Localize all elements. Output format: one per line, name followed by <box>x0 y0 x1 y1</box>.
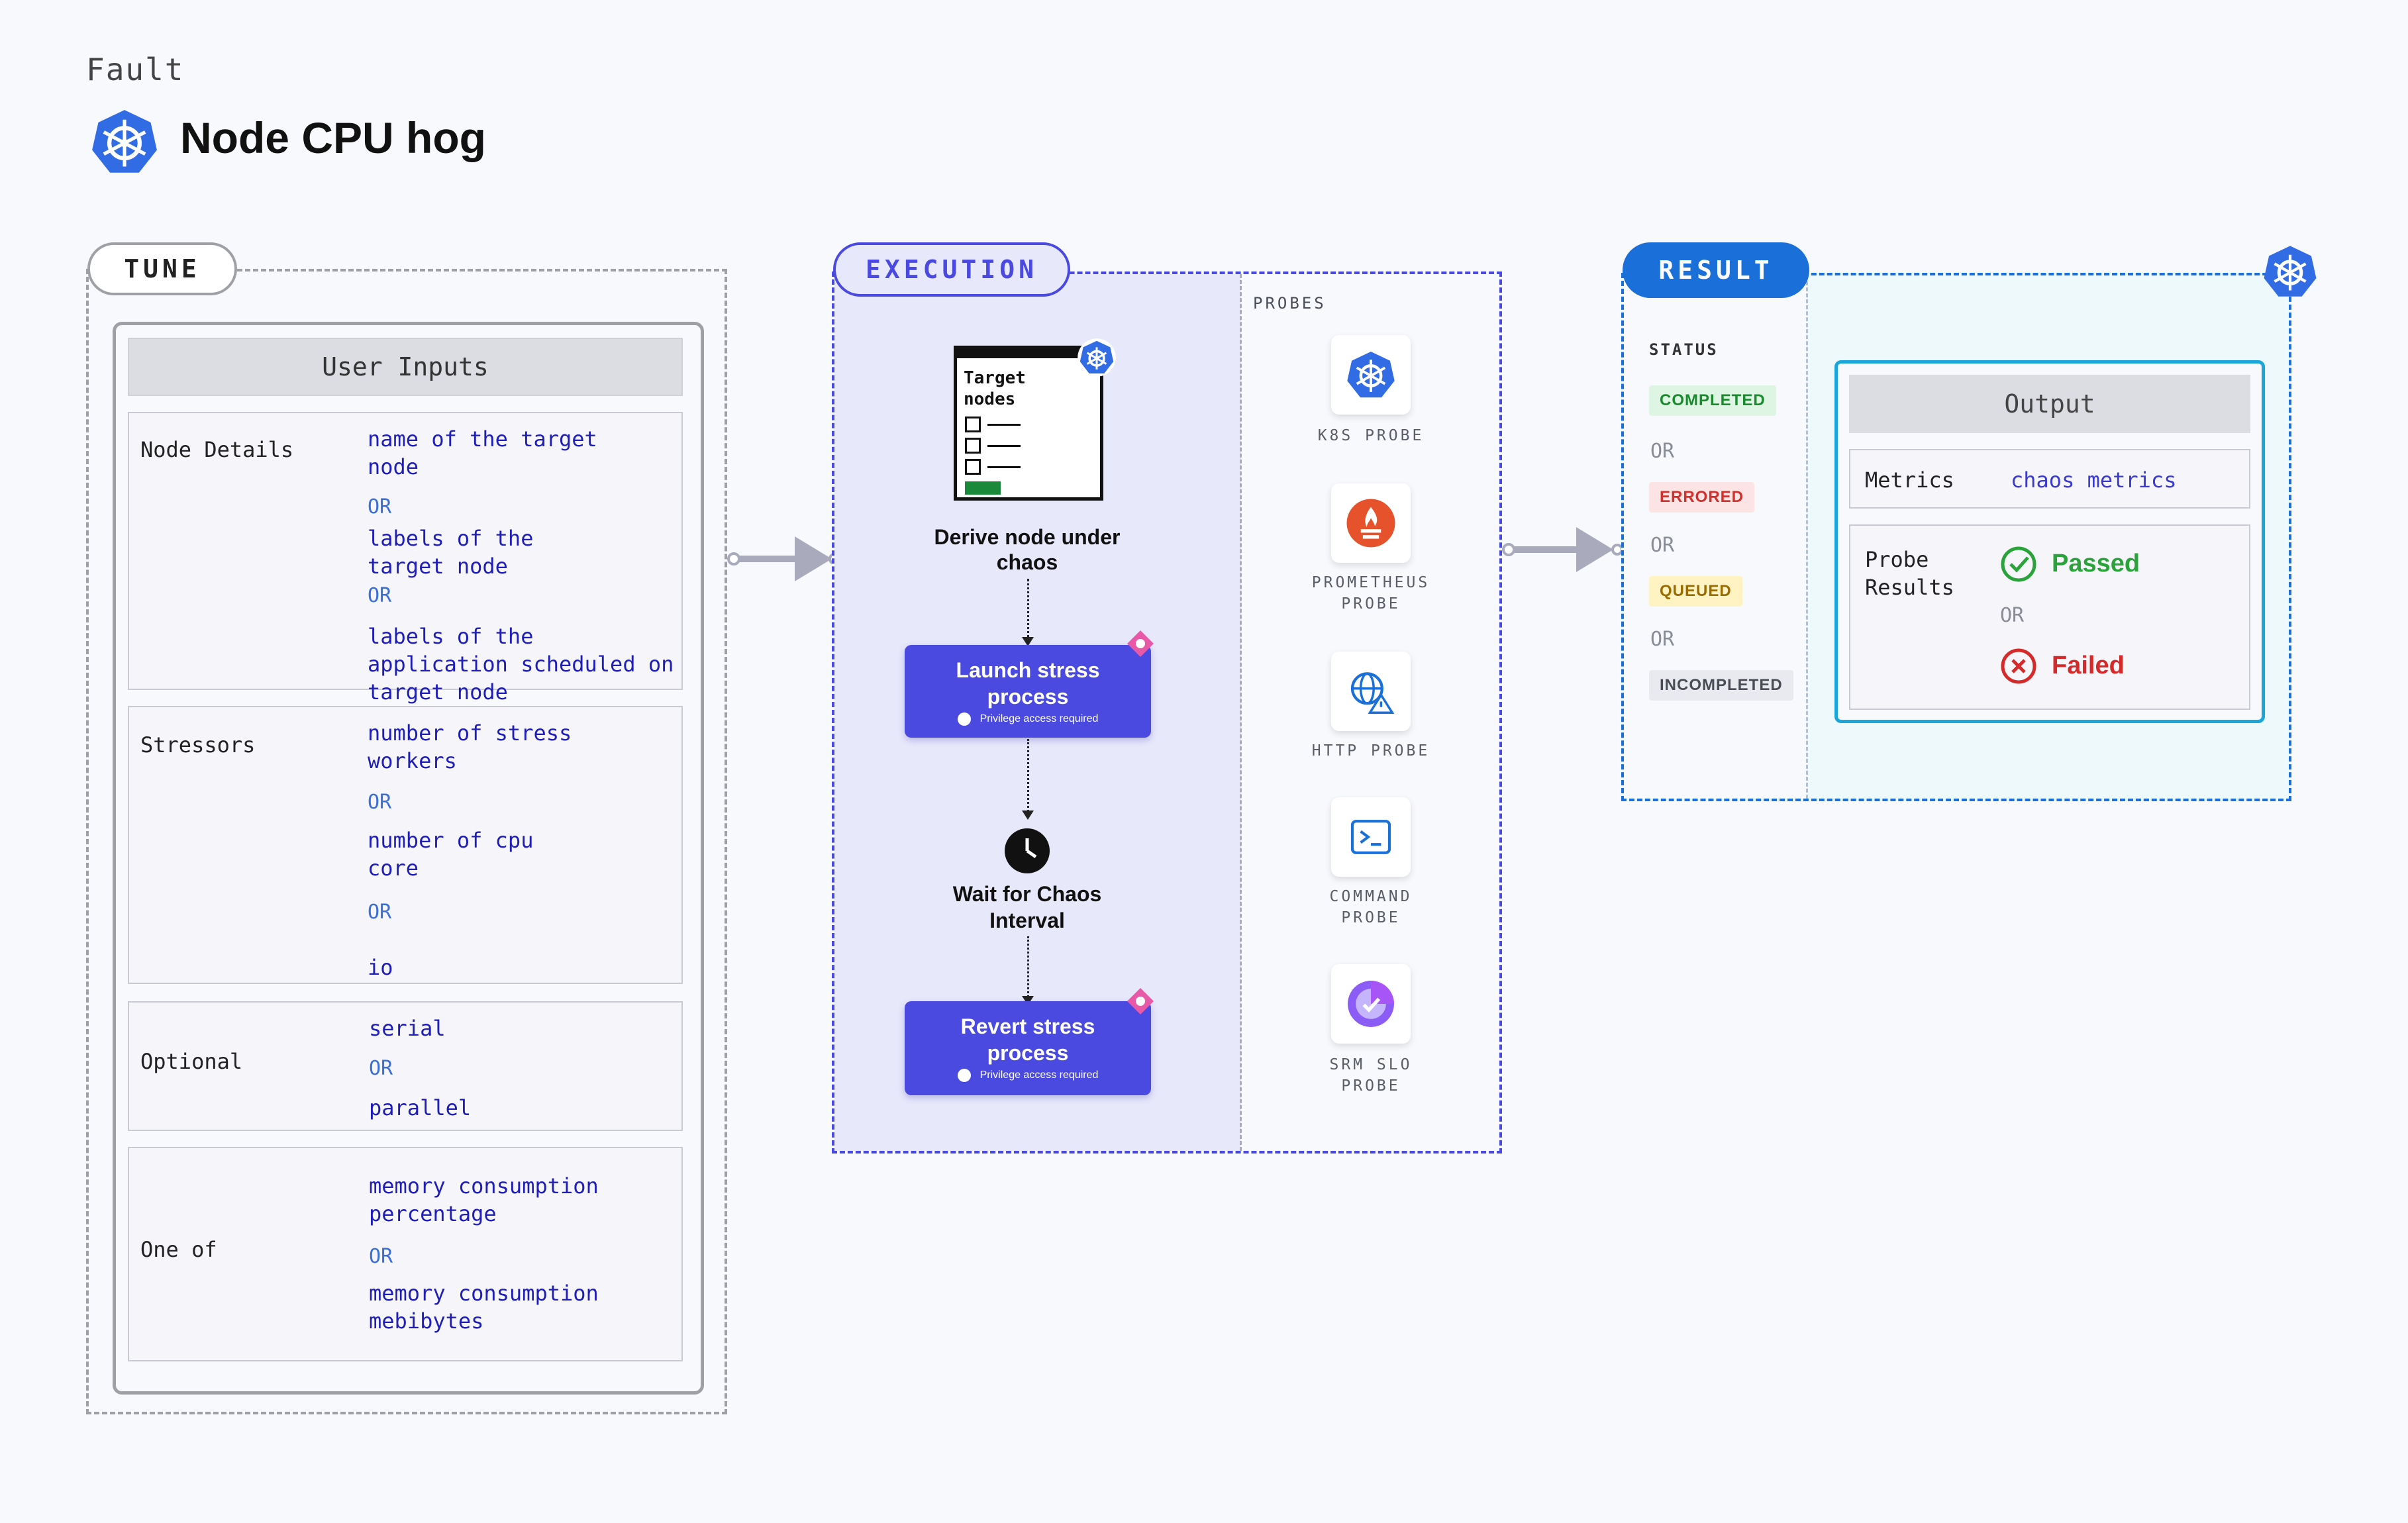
helm-icon <box>1127 988 1154 1014</box>
page-kicker: Fault <box>86 52 185 87</box>
kubernetes-icon <box>90 107 159 176</box>
checkbox-icon <box>965 438 981 454</box>
field-value: number of stress workers <box>368 720 572 773</box>
privilege-note: Privilege access required <box>979 1069 1099 1081</box>
probe-label-k8s: K8S PROBE <box>1317 427 1425 444</box>
step-launch-stress-label: Launch stress process <box>956 658 1100 709</box>
step-launch-stress: Launch stress process Privilege access r… <box>905 645 1151 738</box>
probe-label-http: HTTP PROBE <box>1311 742 1430 760</box>
step-arrowhead <box>1022 996 1034 1005</box>
flow-arrow <box>1502 527 1623 572</box>
tune-label: TUNE <box>87 242 237 295</box>
field-label-optional: Optional <box>140 1049 243 1074</box>
probe-results-row <box>1849 524 2250 710</box>
target-nodes-title: Target nodes <box>964 368 1026 409</box>
input-group-stressors <box>128 706 683 984</box>
result-label: RESULT <box>1623 242 1809 298</box>
step-wait-interval: Wait for Chaos Interval <box>952 882 1102 932</box>
field-value: memory consumption percentage <box>369 1173 599 1226</box>
metrics-value: chaos metrics <box>2011 467 2177 493</box>
slo-gauge-icon <box>1348 981 1394 1027</box>
field-value: number of cpu core <box>368 828 534 881</box>
or-separator: OR <box>1650 534 1675 557</box>
or-separator: OR <box>1650 628 1675 651</box>
field-label-node-details: Node Details <box>140 437 294 462</box>
target-nodes-card: Target nodes <box>954 346 1103 501</box>
prometheus-icon <box>1346 499 1395 548</box>
or-separator: OR <box>368 495 392 518</box>
step-revert-stress-label: Revert stress process <box>960 1014 1095 1065</box>
field-value: name of the target node <box>368 426 597 479</box>
passed-label: Passed <box>2052 550 2140 577</box>
status-badge-completed: COMPLETED <box>1649 385 1776 416</box>
field-value: labels of the application scheduled on t… <box>368 624 674 705</box>
kubernetes-icon <box>1077 338 1117 377</box>
step-connector <box>1027 739 1029 816</box>
or-separator: OR <box>2000 604 2025 627</box>
probe-card-k8s <box>1331 335 1411 415</box>
globe-warning-icon <box>1350 672 1394 714</box>
privilege-note: Privilege access required <box>979 713 1099 724</box>
flow-arrow <box>727 536 840 581</box>
probe-label-srm-slo: SRM SLO PROBE <box>1329 1056 1413 1095</box>
probe-results-label: Probe Results <box>1865 547 1954 600</box>
checkbox-icon <box>965 417 981 432</box>
or-separator: OR <box>1650 440 1675 463</box>
probe-label-prometheus: PROMETHEUS PROBE <box>1311 574 1430 613</box>
or-separator: OR <box>368 901 392 924</box>
lock-icon <box>957 712 971 726</box>
step-connector <box>1027 936 1029 1001</box>
status-badge-incompleted: INCOMPLETED <box>1649 670 1793 701</box>
field-value: serial <box>369 1016 446 1041</box>
lock-icon <box>957 1069 971 1082</box>
status-column <box>1624 275 1808 799</box>
status-badge-queued: QUEUED <box>1649 576 1742 607</box>
field-value: labels of the target node <box>368 526 534 579</box>
field-value: io <box>368 955 393 980</box>
input-group-optional <box>128 1001 683 1131</box>
input-group-one-of <box>128 1147 683 1361</box>
execution-label: EXECUTION <box>833 242 1070 297</box>
probe-card-prometheus <box>1331 483 1411 563</box>
status-badge-errored: ERRORED <box>1649 482 1755 513</box>
probe-card-command <box>1331 797 1411 877</box>
or-separator: OR <box>368 584 392 607</box>
terminal-icon <box>1350 820 1391 854</box>
step-revert-stress: Revert stress process Privilege access r… <box>905 1001 1151 1095</box>
or-separator: OR <box>369 1057 393 1080</box>
failed-icon <box>2000 648 2037 685</box>
failed-label: Failed <box>2052 652 2125 679</box>
helm-icon <box>1127 630 1154 657</box>
passed-icon <box>2000 546 2037 583</box>
probe-card-srm-slo <box>1331 964 1411 1044</box>
user-inputs-title: User Inputs <box>128 338 683 396</box>
page-title: Node CPU hog <box>180 113 486 162</box>
step-arrowhead <box>1022 637 1034 646</box>
probes-title: PROBES <box>1253 294 1327 313</box>
step-connector <box>1027 579 1029 642</box>
probe-card-http <box>1331 652 1411 731</box>
field-value: parallel <box>369 1095 472 1120</box>
kubernetes-icon <box>2262 244 2318 299</box>
metrics-row <box>1849 449 2250 509</box>
or-separator: OR <box>369 1245 393 1268</box>
output-title: Output <box>1849 375 2250 433</box>
metrics-label: Metrics <box>1865 467 1954 493</box>
step-derive-node: Derive node under chaos <box>934 525 1121 574</box>
probe-label-command: COMMAND PROBE <box>1329 888 1413 926</box>
checkbox-icon <box>965 459 981 475</box>
input-group-node-details <box>128 412 683 690</box>
field-label-stressors: Stressors <box>140 732 256 758</box>
field-label-one-of: One of <box>140 1237 217 1262</box>
step-arrowhead <box>1022 811 1034 820</box>
field-value: memory consumption mebibytes <box>369 1281 599 1334</box>
kubernetes-icon <box>1347 352 1395 398</box>
probes-divider <box>1240 274 1242 1151</box>
tune-section <box>86 269 727 1414</box>
or-separator: OR <box>368 791 392 814</box>
clock-icon <box>1004 828 1050 874</box>
status-title: STATUS <box>1649 340 1719 359</box>
